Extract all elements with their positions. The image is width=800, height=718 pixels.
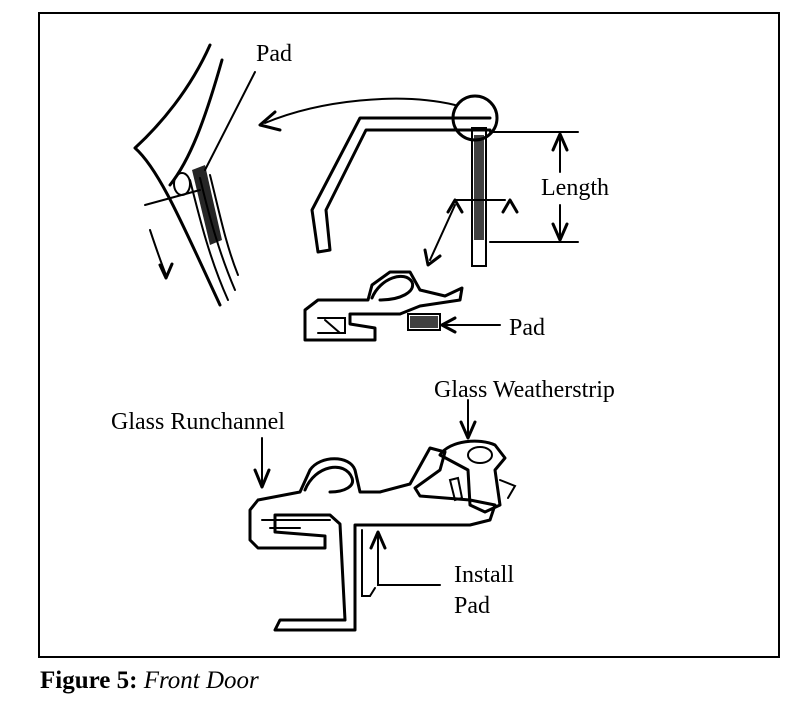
upper-runchannel-profile bbox=[303, 270, 501, 342]
door-sketch bbox=[133, 43, 239, 307]
figure-title: Front Door bbox=[143, 667, 259, 694]
label-install: Install bbox=[454, 562, 514, 588]
label-length: Length bbox=[541, 175, 609, 201]
figure-frame bbox=[38, 12, 780, 658]
label-glass-weatherstrip: Glass Weatherstrip bbox=[434, 377, 615, 403]
pad-top-leader bbox=[204, 71, 256, 171]
magnify-arrow bbox=[258, 97, 456, 132]
label-pad-bottom: Pad bbox=[454, 593, 490, 619]
label-glass-runchannel: Glass Runchannel bbox=[111, 409, 285, 435]
door-frame-section bbox=[310, 94, 579, 267]
figure-number: Figure 5: bbox=[40, 667, 138, 694]
label-pad-mid: Pad bbox=[509, 315, 545, 341]
lower-assembly-profile bbox=[248, 399, 517, 632]
label-pad-top: Pad bbox=[256, 41, 292, 67]
figure-caption: Figure 5: Front Door bbox=[40, 668, 259, 693]
